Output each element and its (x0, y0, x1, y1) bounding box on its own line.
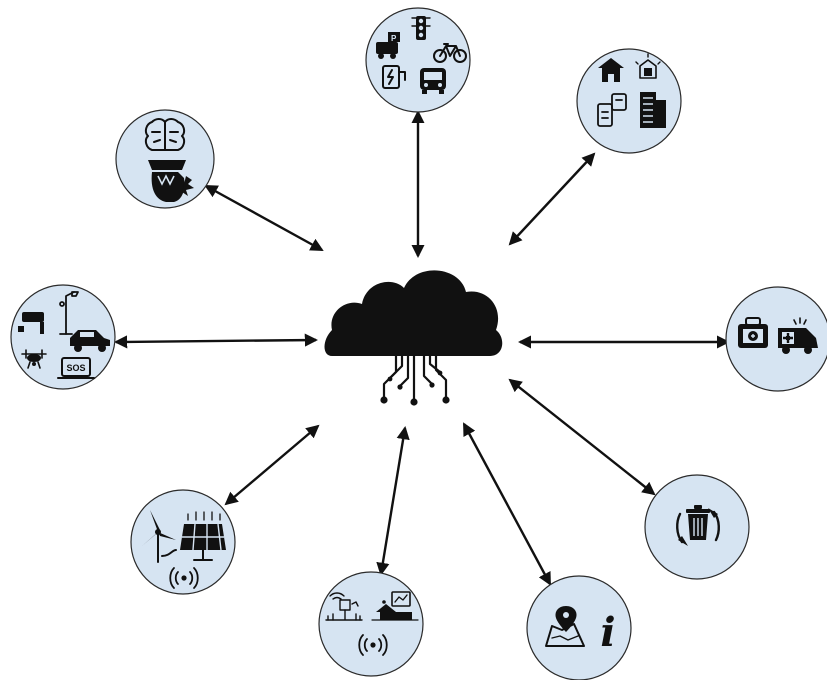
connection-arrows (114, 110, 730, 586)
cloud-circuit-icon (324, 270, 503, 406)
wireless-signal-icon (169, 567, 199, 589)
police-car-icon (70, 330, 110, 352)
node-waste (644, 474, 750, 580)
map-pin-icon (545, 606, 585, 647)
bus-icon (420, 68, 446, 94)
sos-label: SOS (66, 363, 85, 373)
police-officer-head-icon (148, 160, 194, 202)
arrow-waste (508, 378, 656, 496)
parking-truck-icon: P (376, 32, 400, 59)
weather-station-icon (325, 592, 363, 621)
ambulance-icon (778, 317, 818, 354)
arrow-security (114, 333, 318, 349)
cloud-hub (324, 270, 503, 406)
agriculture-sensor-icon (371, 591, 419, 621)
arrow-buildings (508, 152, 596, 246)
node-environment (318, 571, 424, 677)
drone-icon (21, 349, 47, 369)
node-energy (130, 489, 236, 595)
node-tourism: i (526, 575, 632, 680)
wireless-signal-icon (358, 634, 388, 656)
node-health (725, 286, 827, 392)
recycle-bin-icon (676, 505, 720, 546)
skyscraper-icon (640, 92, 666, 128)
arrow-tourism (462, 422, 552, 586)
node-ai (115, 109, 215, 209)
arrow-environment (376, 426, 410, 576)
node-security: SOS (10, 284, 116, 390)
traffic-light-icon (411, 16, 431, 40)
brain-icon (144, 118, 186, 151)
ev-charger-icon (382, 65, 406, 89)
arrow-energy (224, 424, 320, 506)
street-light-icon (59, 291, 79, 335)
node-buildings (576, 48, 682, 154)
first-aid-kit-icon (738, 317, 768, 348)
smart-home-icon (635, 53, 661, 79)
information-icon: i (600, 609, 615, 656)
node-transport: P (365, 7, 471, 113)
cctv-camera-icon (18, 312, 44, 334)
sos-screen-icon: SOS (57, 357, 95, 379)
smart-building-icon (597, 93, 627, 127)
info-label: i (600, 609, 615, 656)
house-icon (598, 58, 624, 82)
bicycle-icon (433, 43, 467, 63)
arrow-ai (204, 184, 324, 252)
wind-turbine-icon (142, 510, 177, 563)
solar-panel-icon (180, 511, 226, 561)
svg-text:P: P (391, 34, 397, 43)
